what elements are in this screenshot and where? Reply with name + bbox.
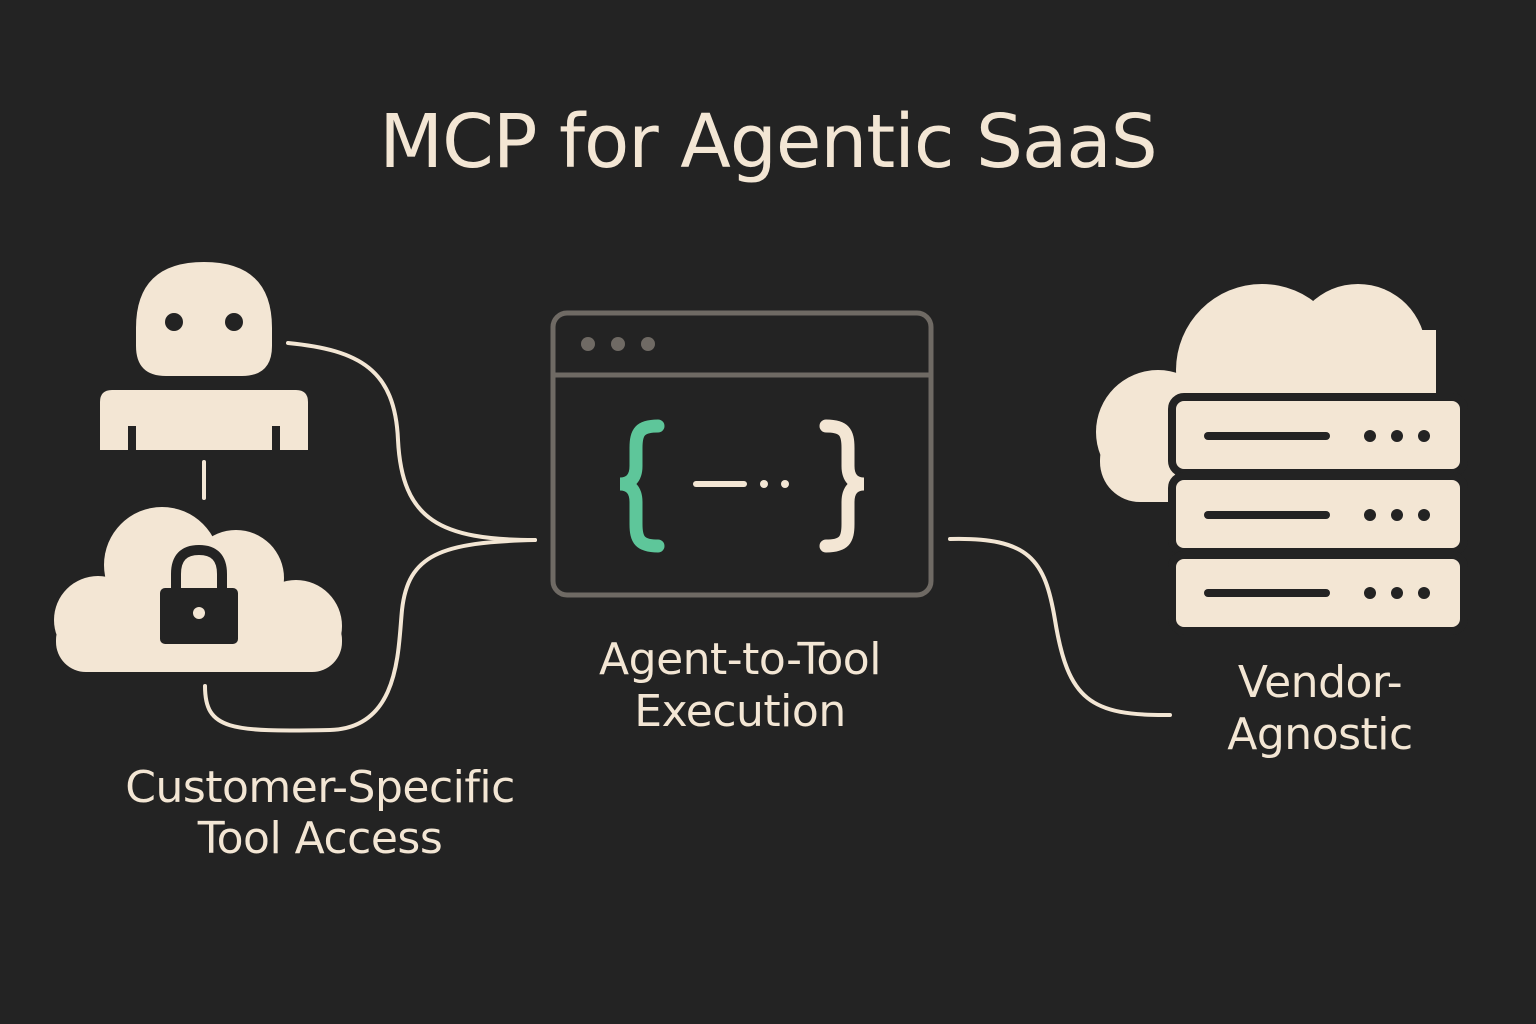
connectors [202, 341, 1172, 733]
cloud-server-icon [1096, 284, 1468, 635]
agent-to-tool-label: Agent-to-Tool Execution [599, 634, 881, 737]
vendor-agnostic-label: Vendor- Agnostic [1227, 657, 1413, 760]
cloud-lock-icon [54, 507, 342, 672]
robot-icon [100, 262, 308, 450]
right-brace-icon [819, 419, 865, 553]
page-title: MCP for Agentic SaaS [379, 99, 1157, 185]
connector-cloud-to-window [203, 538, 537, 733]
left-brace-icon [619, 419, 665, 553]
customer-specific-label: Customer-Specific Tool Access [125, 762, 515, 864]
server-rack-icon [1168, 393, 1468, 635]
code-window-icon [550, 310, 934, 598]
connector-robot-to-window [286, 341, 537, 542]
connector-window-to-server [948, 536, 1172, 718]
